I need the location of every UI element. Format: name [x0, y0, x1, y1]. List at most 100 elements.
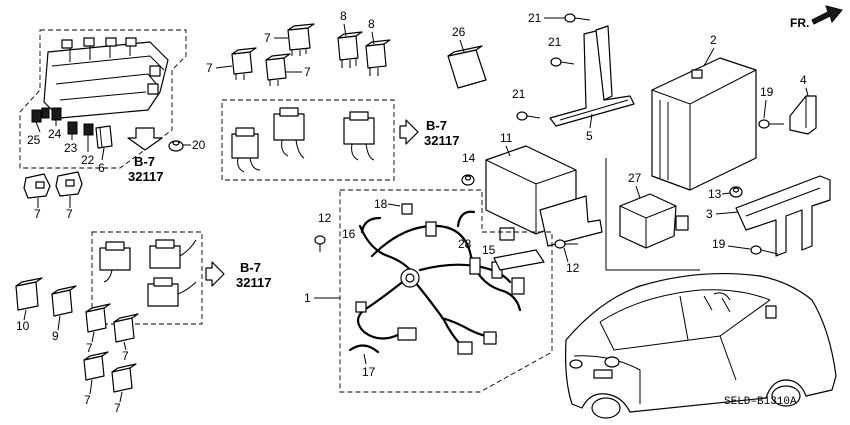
callout-20: 20: [192, 138, 206, 152]
callout-18: 18: [374, 197, 388, 211]
callout-7d: 7: [206, 61, 213, 75]
reference-arrow-down: [127, 127, 163, 151]
relay-7b: 7: [55, 171, 83, 221]
socket-a: [231, 127, 261, 173]
callout-1: 1: [304, 291, 311, 305]
callout-8b: 8: [368, 17, 375, 31]
callout-7f: 7: [86, 341, 93, 355]
callout-5: 5: [586, 129, 593, 143]
relay-8a: 8: [337, 9, 363, 68]
relay-10: 10: [15, 277, 43, 333]
front-arrow-icon: [811, 5, 843, 25]
callout-12b: 12: [566, 261, 580, 275]
module-27: 27: [619, 171, 689, 249]
callout-15: 15: [482, 243, 496, 257]
callout-21b: 21: [548, 35, 562, 49]
control-unit-2: 2: [651, 33, 757, 191]
callout-8a: 8: [340, 9, 347, 23]
relay-socket-group-top: [221, 99, 395, 181]
connector-18: 18: [374, 197, 413, 215]
callout-16: 16: [342, 227, 356, 241]
callout-7c: 7: [264, 31, 271, 45]
callout-26: 26: [452, 25, 466, 39]
callout-6: 6: [98, 161, 105, 175]
reference-label-2: B-7 32117: [424, 118, 459, 148]
callout-19a: 19: [760, 85, 774, 99]
bolt-19b: 19: [712, 237, 779, 255]
wire-harness-1: 1: [304, 221, 525, 355]
ref-page-3: B-7: [240, 260, 261, 275]
reference-label-3: B-7 32117: [236, 260, 271, 290]
bracket-5: 5: [549, 25, 635, 143]
nut-13: 13: [708, 186, 743, 201]
fuse-23: [67, 121, 78, 135]
front-direction-indicator: FR.: [790, 5, 843, 30]
callout-7i: 7: [114, 401, 121, 415]
socket-f: [147, 277, 197, 307]
callout-3: 3: [706, 207, 713, 221]
bolt-21b: 21: [548, 35, 575, 67]
fuse-24: [51, 107, 62, 121]
callout-27: 27: [628, 171, 642, 185]
callout-23: 23: [64, 141, 78, 155]
front-direction-label: FR.: [790, 16, 809, 30]
relay-box: [43, 37, 169, 119]
socket-c: [343, 111, 375, 161]
bolt-21a: 21: [528, 11, 591, 25]
clip-28: 28: [456, 210, 476, 251]
socket-d: [99, 241, 131, 283]
callout-25: 25: [27, 133, 41, 147]
relay-7i: 7: [111, 363, 137, 415]
module-26: 26: [447, 25, 487, 89]
callout-21c: 21: [512, 87, 526, 101]
bolt-21c: 21: [512, 87, 541, 121]
bolt-19a: 19: [758, 85, 784, 129]
clip-17: 17: [348, 344, 380, 379]
callout-22: 22: [81, 153, 95, 167]
callout-9: 9: [52, 329, 59, 343]
ref-code-2: 32117: [424, 133, 459, 148]
callout-19b: 19: [712, 237, 726, 251]
relay-box-group: 25 24 23 22 6: [19, 29, 187, 175]
callout-11: 11: [500, 131, 513, 145]
callout-24: 24: [48, 127, 62, 141]
callout-4: 4: [800, 73, 807, 87]
ref-code-3: 32117: [236, 275, 271, 290]
relay-7h: 7: [83, 351, 109, 407]
callout-7e: 7: [304, 65, 311, 79]
ref-code-1: 32117: [128, 169, 163, 184]
ref-page-1: B-7: [134, 154, 155, 169]
callout-17: 17: [362, 365, 376, 379]
bolt-12a: 12: [314, 211, 332, 252]
callout-2: 2: [710, 33, 717, 47]
relay-7d: 7: [206, 47, 257, 80]
socket-b: [273, 107, 305, 159]
relay-7g: 7: [113, 313, 139, 363]
callout-7h: 7: [84, 393, 91, 407]
relay-9: 9: [51, 285, 77, 343]
relay-7e: 7: [265, 53, 311, 86]
diagram-code: SELD–B1310A: [724, 396, 797, 408]
relay-6: [95, 125, 113, 149]
callout-21a: 21: [528, 11, 542, 25]
callout-7a: 7: [34, 207, 41, 221]
fuse-22: [83, 123, 94, 136]
callout-14: 14: [462, 151, 476, 165]
reference-arrow-right-2: [205, 261, 225, 287]
harness-frame: [339, 189, 553, 393]
reference-arrow-right-1: [399, 119, 419, 145]
callout-12a: 12: [318, 211, 332, 225]
socket-e: [149, 239, 197, 269]
relay-8b: 8: [365, 17, 391, 76]
group-frame-right: [605, 158, 700, 271]
clip-16: 16: [342, 216, 382, 241]
vehicle-location-view: [565, 272, 837, 419]
relay-socket-group-bottom: [91, 231, 203, 325]
callout-7g: 7: [122, 349, 129, 363]
fuse-25: [31, 107, 50, 123]
callout-28: 28: [458, 237, 472, 251]
nut-20: 20: [168, 138, 206, 152]
nut-14: 14: [461, 151, 476, 186]
reference-label-1: B-7 32117: [128, 154, 163, 184]
